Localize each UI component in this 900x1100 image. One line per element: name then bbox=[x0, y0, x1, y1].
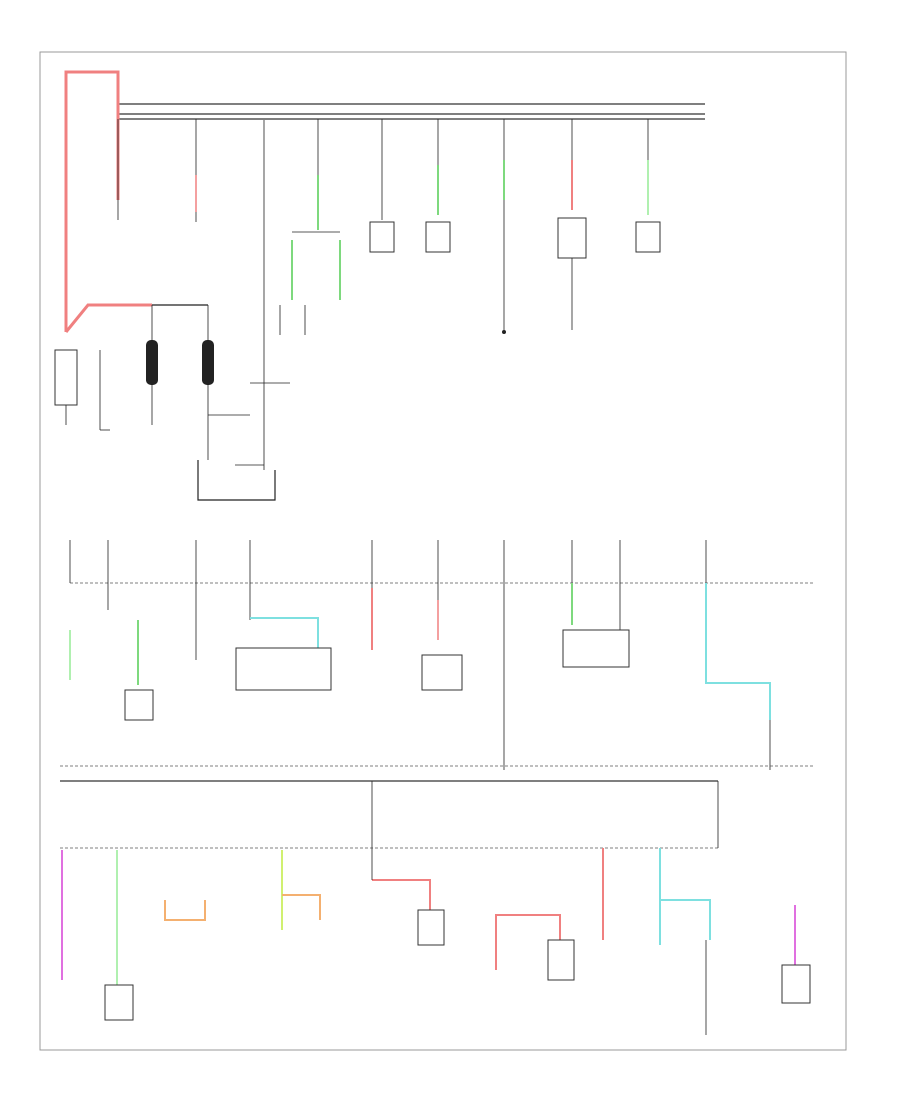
mid-box-1 bbox=[124, 689, 154, 721]
mid-box-2 bbox=[235, 647, 332, 691]
mid-cyan-long bbox=[705, 583, 771, 720]
bottom-red-2 bbox=[495, 914, 561, 970]
lamp-box-1 bbox=[369, 221, 395, 253]
bottom-cyan-2 bbox=[660, 899, 711, 940]
bottom-box-2 bbox=[417, 909, 445, 946]
bottom-red-1 bbox=[372, 879, 431, 910]
mid-box-4 bbox=[562, 629, 630, 668]
ground-1 bbox=[502, 330, 506, 334]
drop-3-loop bbox=[279, 305, 306, 335]
bottom-box-3 bbox=[547, 939, 575, 981]
battery-box bbox=[54, 349, 78, 406]
mid-box-3 bbox=[421, 654, 463, 691]
bottom-box-1 bbox=[104, 984, 134, 1021]
bottom-orange-1 bbox=[164, 900, 206, 921]
diagram-frame bbox=[39, 51, 847, 1051]
top-section bbox=[54, 70, 705, 501]
bottom-box-4 bbox=[781, 964, 811, 1004]
generator-wire bbox=[197, 460, 276, 501]
bottom-orange-2 bbox=[282, 894, 321, 920]
bottom-section bbox=[60, 765, 815, 1035]
lamp-box-3 bbox=[635, 221, 661, 253]
wire-red-fusible-feed bbox=[64, 303, 152, 333]
fusible-link-1 bbox=[146, 340, 158, 385]
wire-red-battery-feed bbox=[64, 70, 120, 332]
fusible-link-2 bbox=[202, 340, 214, 385]
lamp-box-2 bbox=[425, 221, 451, 253]
module-box-1 bbox=[557, 217, 587, 259]
mid-cyan-wire bbox=[250, 617, 319, 650]
middle-section bbox=[69, 540, 815, 770]
